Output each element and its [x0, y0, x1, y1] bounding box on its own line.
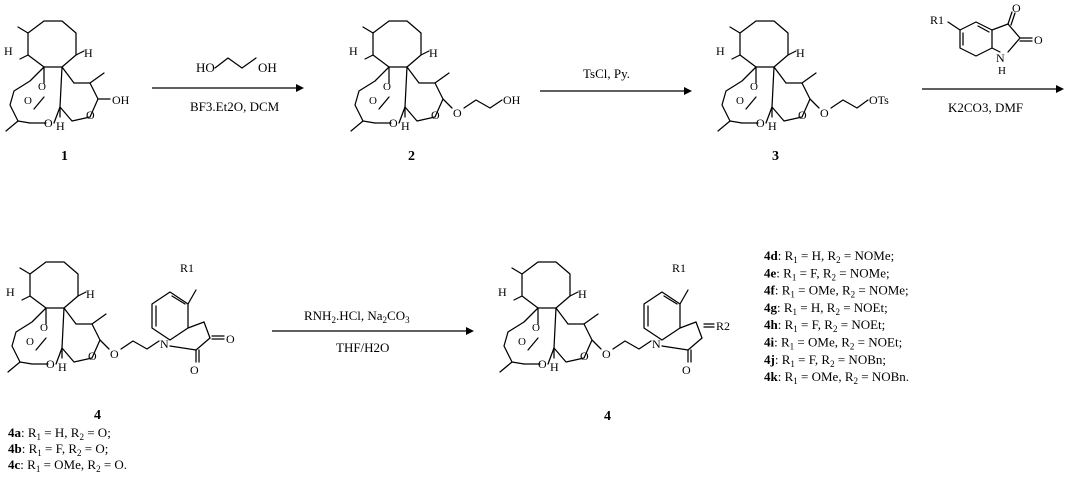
- atom-o: O: [431, 108, 440, 122]
- atom-oh: OH: [503, 93, 521, 107]
- atom-o: O: [1012, 1, 1021, 15]
- list-item-4h: 4h: R1 = F, R2 = NOEt;: [764, 317, 885, 334]
- svg-text:HO: HO: [196, 60, 215, 75]
- atom-o: O: [453, 106, 462, 120]
- r-group-list-4d-k: 4d: R1 = H, R2 = NOMe;4e: R1 = F, R2 = N…: [764, 248, 909, 386]
- svg-text:R1: R1: [672, 261, 686, 275]
- ethylene-glycol: HO OH: [196, 57, 277, 75]
- atom-h: H: [58, 360, 67, 374]
- atom-h: H: [401, 119, 410, 133]
- svg-text:OH: OH: [258, 60, 277, 75]
- atom-n: N: [160, 337, 169, 351]
- compound-4-label-left: 4: [94, 408, 101, 423]
- r-group-list-4a-c: 4a: R1 = H, R2 = O; 4b: R1 = F, R2 = O; …: [8, 425, 127, 474]
- list-item-4d: 4d: R1 = H, R2 = NOMe;: [764, 248, 894, 265]
- atom-o: O: [518, 336, 526, 348]
- atom-o: O: [756, 116, 765, 130]
- atom-o: O: [110, 347, 119, 361]
- atom-oh: OH: [112, 93, 130, 107]
- atom-o: O: [40, 322, 48, 334]
- atom-ots: OTs: [869, 93, 889, 107]
- atom-o: O: [736, 95, 744, 107]
- compound-4a-c-structure: H H O O O H O O N R1 O O: [6, 261, 235, 377]
- atom-o: O: [820, 106, 829, 120]
- atom-h: H: [6, 285, 15, 299]
- atom-o: O: [24, 95, 32, 107]
- list-item-4j: 4j: R1 = F, R2 = NOBn;: [764, 352, 886, 369]
- atom-h: H: [429, 46, 438, 60]
- atom-o: O: [190, 363, 199, 377]
- isatin-reagent: R1 O O N H: [930, 1, 1043, 77]
- svg-text:R1: R1: [180, 261, 194, 275]
- atom-o: O: [86, 108, 95, 122]
- compound-1-structure: H H O O O H O OH: [4, 20, 130, 133]
- compound-2-label: 2: [408, 149, 415, 164]
- atom-h: H: [498, 285, 507, 299]
- atom-h: H: [998, 65, 1006, 77]
- atom-h: H: [716, 44, 725, 58]
- list-item-4i: 4i: R1 = OMe, R2 = NOEt;: [764, 335, 902, 352]
- atom-h: H: [768, 119, 777, 133]
- list-item: 4c: R1 = OMe, R2 = O.: [8, 457, 127, 474]
- list-item-4g: 4g: R1 = H, R2 = NOEt;: [764, 300, 888, 317]
- atom-o: O: [580, 349, 589, 363]
- atom-h: H: [56, 119, 65, 133]
- atom-h: H: [796, 46, 805, 60]
- atom-o: O: [383, 81, 391, 93]
- atom-o: O: [532, 322, 540, 334]
- atom-h: H: [86, 287, 95, 301]
- reagent-step3: K2CO3, DMF: [948, 100, 1023, 115]
- atom-o: O: [538, 357, 547, 371]
- atom-o: O: [44, 116, 53, 130]
- atom-o: O: [226, 332, 235, 346]
- list-item: 4a: R1 = H, R2 = O;: [8, 425, 111, 442]
- list-item: 4b: R1 = F, R2 = O;: [8, 441, 108, 458]
- compound-3-structure: H H O O O H O O OTs: [716, 20, 889, 133]
- atom-h: H: [84, 46, 93, 60]
- list-item-4e: 4e: R1 = F, R2 = NOMe;: [764, 265, 890, 282]
- atom-o: O: [369, 95, 377, 107]
- atom-h: H: [349, 44, 358, 58]
- reagent-step4-solvent: THF/H2O: [336, 340, 389, 355]
- compound-4-label-right: 4: [604, 409, 611, 424]
- atom-o: O: [1034, 33, 1043, 47]
- atom-h: H: [550, 360, 559, 374]
- compound-2-structure: H H O O O H O O OH: [349, 20, 521, 133]
- atom-o: O: [602, 347, 611, 361]
- atom-h: H: [4, 44, 13, 58]
- list-item-4f: 4f: R1 = OMe, R2 = NOMe;: [764, 283, 909, 300]
- atom-o: O: [750, 81, 758, 93]
- reagent-step4-amine: RNH2.HCl, Na2CO3: [304, 308, 410, 325]
- atom-o: O: [682, 363, 691, 377]
- atom-o: O: [38, 81, 46, 93]
- svg-text:R1: R1: [930, 13, 944, 27]
- compound-4d-k-structure: H H O O O H O O N R1 R2 O: [498, 261, 730, 377]
- atom-n: N: [652, 337, 661, 351]
- svg-text:R2: R2: [716, 319, 730, 333]
- atom-n: N: [996, 51, 1005, 65]
- atom-h: H: [578, 287, 587, 301]
- reagent-step2: TsCl, Py.: [583, 66, 630, 81]
- atom-o: O: [88, 349, 97, 363]
- atom-o: O: [26, 336, 34, 348]
- reagent-step1-conditions: BF3.Et2O, DCM: [190, 99, 280, 114]
- atom-o: O: [46, 357, 55, 371]
- atom-o: O: [389, 116, 398, 130]
- atom-o: O: [798, 108, 807, 122]
- compound-1-label: 1: [61, 149, 68, 164]
- list-item-4k: 4k: R1 = OMe, R2 = NOBn.: [764, 369, 909, 386]
- compound-3-label: 3: [772, 149, 779, 164]
